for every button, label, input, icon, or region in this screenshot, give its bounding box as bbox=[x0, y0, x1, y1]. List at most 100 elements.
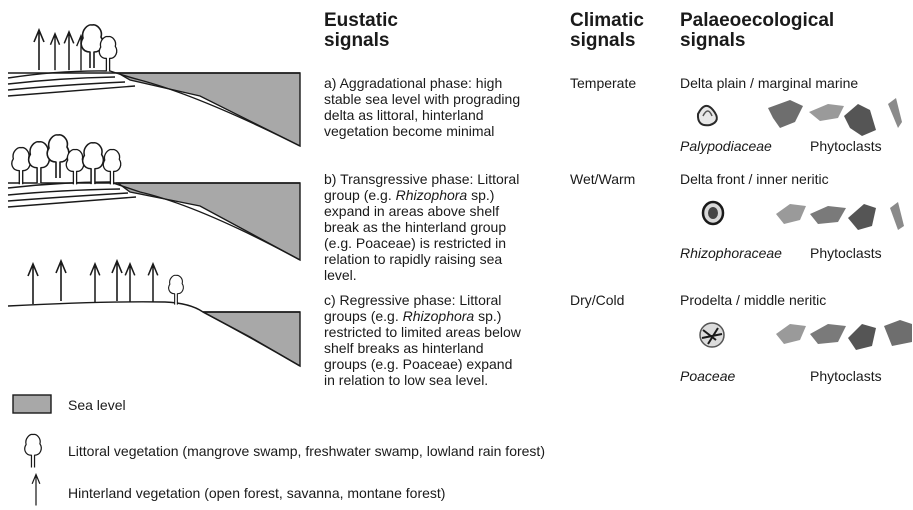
specimens-c bbox=[699, 320, 912, 350]
description-line: group (e.g. Rhizophora sp.) bbox=[324, 187, 564, 203]
specimens-b bbox=[701, 200, 904, 230]
description-text: restricted to limited areas below bbox=[324, 324, 521, 340]
palaeo-header: Palaeoecological signals bbox=[680, 11, 834, 51]
description-text: groups (e.g. bbox=[324, 308, 403, 324]
legend-hinterland-arrow-icon bbox=[31, 473, 41, 507]
hinterland-arrow-icon bbox=[124, 263, 136, 303]
littoral-tree-icon bbox=[27, 141, 51, 184]
phytoclast-icon bbox=[810, 206, 846, 224]
littoral-tree-icon bbox=[11, 146, 31, 186]
sea-level-area-b bbox=[115, 182, 301, 262]
phytoclast-icon bbox=[810, 324, 846, 344]
description-text: b) Transgressive phase: Littoral bbox=[324, 171, 520, 187]
description-line: restricted to limited areas below bbox=[324, 324, 564, 340]
description-text: (e.g. Poaceae) is restricted in bbox=[324, 235, 507, 251]
pollen-label-b: Rhizophoraceae bbox=[680, 245, 782, 261]
phytoclast-icon bbox=[768, 100, 803, 128]
palaeo-header-line1: Palaeoecological bbox=[680, 10, 835, 31]
littoral-tree-icon bbox=[65, 148, 85, 186]
phytoclast-icon bbox=[888, 98, 902, 128]
rhizophoraceae-pollen-icon bbox=[701, 200, 725, 226]
description-text: delta as littoral, hinterland bbox=[324, 107, 484, 123]
description-line: a) Aggradational phase: high bbox=[324, 75, 564, 91]
climatic-c: Dry/Cold bbox=[570, 292, 625, 308]
pollen-label-a: Palypodiaceae bbox=[680, 138, 772, 154]
hinterland-arrow-icon bbox=[111, 260, 123, 302]
description-line: expand in areas above shelf bbox=[324, 203, 564, 219]
hinterland-arrow-icon bbox=[33, 29, 45, 71]
phytoclast-label-b: Phytoclasts bbox=[810, 245, 882, 261]
eustatic-header-line2: signals bbox=[324, 30, 390, 51]
description-text: shelf breaks as hinterland bbox=[324, 340, 484, 356]
description-line: c) Regressive phase: Littoral bbox=[324, 292, 564, 308]
description-line: groups (e.g. Rhizophora sp.) bbox=[324, 308, 564, 324]
hinterland-arrow-icon bbox=[63, 31, 75, 71]
phytoclast-icon bbox=[848, 324, 876, 350]
description-line: in relation to low sea level. bbox=[324, 372, 564, 388]
hinterland-arrow-icon bbox=[147, 263, 159, 303]
eustatic-header: Eustatic signals bbox=[324, 11, 398, 51]
legend-littoral-tree-icon bbox=[23, 433, 43, 469]
description-text: level. bbox=[324, 267, 357, 283]
description-text: expand in areas above shelf bbox=[324, 203, 500, 219]
eustatic-header-line1: Eustatic bbox=[324, 10, 398, 31]
italic-term: Rhizophora bbox=[402, 308, 475, 324]
palypodiaceae-pollen-icon bbox=[696, 104, 718, 127]
description-text: group (e.g. bbox=[324, 187, 396, 203]
description-text: in relation to low sea level. bbox=[324, 372, 489, 388]
panel-a-cross-section bbox=[7, 24, 301, 148]
italic-term: Rhizophora bbox=[395, 187, 468, 203]
hinterland-arrow-icon bbox=[49, 33, 61, 71]
climatic-header: Climatic signals bbox=[570, 11, 644, 51]
environment-b: Delta front / inner neritic bbox=[680, 171, 829, 187]
description-text: a) Aggradational phase: high bbox=[324, 75, 503, 91]
littoral-tree-icon bbox=[80, 24, 104, 69]
hinterland-arrow-icon bbox=[27, 263, 39, 305]
hinterland-arrow-icon bbox=[89, 263, 101, 303]
climatic-a: Temperate bbox=[570, 75, 637, 91]
climatic-header-line2: signals bbox=[570, 30, 636, 51]
phytoclast-icon bbox=[884, 320, 912, 346]
phytoclast-icon bbox=[776, 324, 806, 344]
phytoclast-icon bbox=[844, 104, 876, 136]
description-line: stable sea level with prograding bbox=[324, 91, 564, 107]
specimens-a bbox=[696, 98, 902, 136]
environment-a: Delta plain / marginal marine bbox=[680, 75, 859, 91]
legend-sea-level-label: Sea level bbox=[68, 397, 126, 413]
palaeo-header-line2: signals bbox=[680, 30, 746, 51]
littoral-tree-icon bbox=[98, 35, 118, 73]
phytoclast-label-c: Phytoclasts bbox=[810, 368, 882, 384]
description-line: groups (e.g. Poaceae) expand bbox=[324, 356, 564, 372]
legend-hinterland-label: Hinterland vegetation (open forest, sava… bbox=[68, 485, 446, 501]
description-text: break as the hinterland group bbox=[324, 219, 507, 235]
littoral-tree-icon bbox=[102, 148, 122, 186]
sea-level-area-a bbox=[115, 72, 301, 148]
phytoclast-icon bbox=[809, 104, 844, 121]
description-text: sp.) bbox=[474, 308, 502, 324]
description-text: stable sea level with prograding bbox=[324, 91, 521, 107]
panel-c-cross-section bbox=[7, 260, 301, 368]
phytoclast-icon bbox=[776, 204, 806, 224]
panel-b-cross-section bbox=[7, 133, 301, 262]
phytoclast-icon bbox=[890, 202, 904, 230]
description-line: vegetation become minimal bbox=[324, 123, 564, 139]
legend-sea-level-swatch bbox=[12, 394, 52, 414]
legend-littoral-label: Littoral vegetation (mangrove swamp, fre… bbox=[68, 443, 545, 459]
description-text: c) Regressive phase: Littoral bbox=[324, 292, 502, 308]
environment-c: Prodelta / middle neritic bbox=[680, 292, 827, 308]
description-text: relation to rapidly raising sea bbox=[324, 251, 503, 267]
phytoclast-icon bbox=[848, 204, 876, 230]
description-line: (e.g. Poaceae) is restricted in bbox=[324, 235, 564, 251]
poaceae-pollen-icon bbox=[699, 322, 725, 348]
description-line: delta as littoral, hinterland bbox=[324, 107, 564, 123]
description-line: shelf breaks as hinterland bbox=[324, 340, 564, 356]
pollen-label-c: Poaceae bbox=[680, 368, 736, 384]
description-text: vegetation become minimal bbox=[324, 123, 495, 139]
littoral-tree-icon bbox=[46, 133, 70, 179]
description-text: sp.) bbox=[467, 187, 495, 203]
littoral-tree-icon bbox=[167, 274, 185, 306]
phytoclast-label-a: Phytoclasts bbox=[810, 138, 882, 154]
